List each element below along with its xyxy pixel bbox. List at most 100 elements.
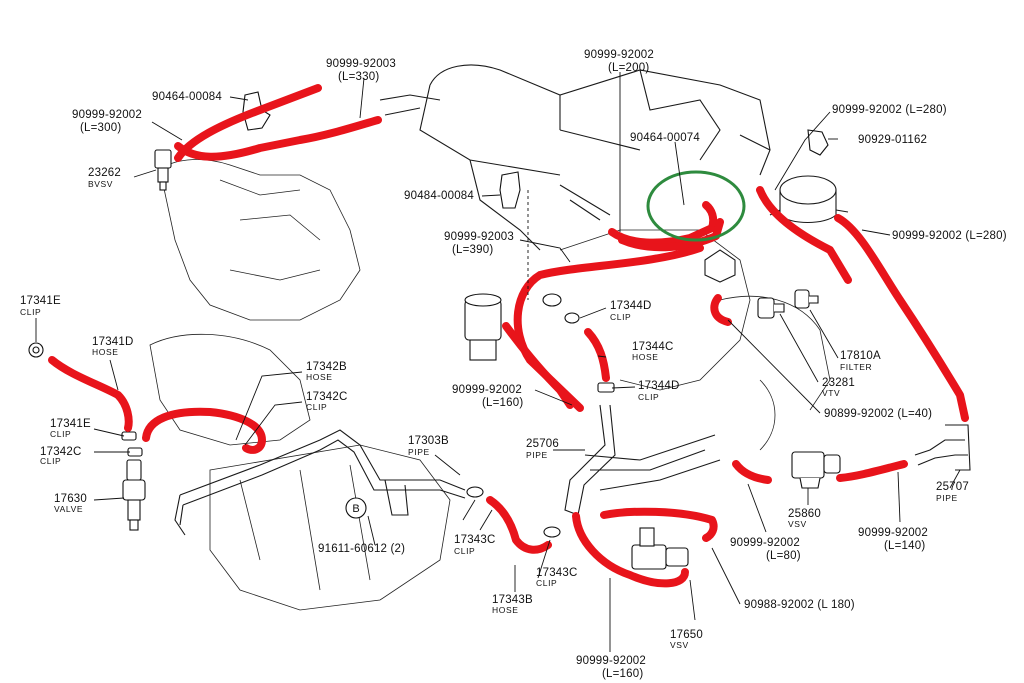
label-hose-180: 90988-92002 (L 180) bbox=[744, 599, 855, 611]
label-hose-word-1: HOSE bbox=[92, 347, 119, 357]
vacuum-hoses bbox=[48, 84, 969, 588]
label-hose-17342b: 17342B bbox=[306, 361, 347, 373]
hose-200 bbox=[608, 201, 718, 247]
label-clamp-90464-00084: 90464-00084 bbox=[152, 91, 222, 103]
label-bvsv-name: BVSV bbox=[88, 179, 113, 189]
label-vsv-25860: 25860 bbox=[788, 508, 821, 520]
label-filter-num: 17810A bbox=[840, 350, 881, 362]
label-pipe-word-3: PIPE bbox=[936, 493, 958, 503]
label-bvsv-hose-len: (L=330) bbox=[338, 71, 379, 83]
label-vtv-num: 23281 bbox=[822, 377, 855, 389]
label-hose-160a-len: (L=160) bbox=[482, 397, 523, 409]
label-filter-name: FILTER bbox=[840, 362, 872, 372]
vsv-icon bbox=[631, 527, 689, 570]
label-hose-80-len: (L=80) bbox=[766, 550, 801, 562]
vsv-icon bbox=[791, 451, 841, 489]
hose-160b bbox=[600, 507, 718, 542]
leader-lines bbox=[35, 72, 961, 652]
label-hose-160a: 90999-92002 bbox=[452, 384, 522, 396]
label-hose-80: 90999-92002 bbox=[730, 537, 800, 549]
label-clip-word-5: CLIP bbox=[50, 429, 71, 439]
hose-17342b bbox=[142, 407, 266, 454]
callout-b: B bbox=[345, 497, 367, 519]
label-clip-17341e-low: 17341E bbox=[50, 418, 91, 430]
hose-280-left bbox=[756, 186, 852, 284]
label-clamp-90464-00074: 90464-00074 bbox=[630, 132, 700, 144]
label-hose-word-2: HOSE bbox=[632, 352, 659, 362]
label-top-hose: 90999-92002 bbox=[584, 49, 654, 61]
label-hose-17344c: 17344C bbox=[632, 341, 673, 353]
label-vsv-word-2: VSV bbox=[670, 640, 689, 650]
label-mid-hose: 90999-92003 bbox=[444, 231, 514, 243]
bvsv-icon bbox=[154, 149, 172, 191]
label-bvsv-hose: 90999-92003 bbox=[326, 58, 396, 70]
label-clip-17342c-b: 17342C bbox=[40, 446, 81, 458]
label-vsv-word-1: VSV bbox=[788, 519, 807, 529]
clip-icon bbox=[121, 431, 143, 457]
metal-pipes bbox=[174, 404, 971, 536]
label-pipe-25707: 25707 bbox=[936, 481, 969, 493]
label-pipe-25706: 25706 bbox=[526, 438, 559, 450]
clip-icon bbox=[466, 486, 561, 538]
hose-40 bbox=[710, 294, 732, 326]
label-hose-40: 90899-92002 (L=40) bbox=[824, 408, 932, 420]
label-right-hose-280a: 90999-92002 (L=280) bbox=[832, 104, 947, 116]
label-bvsv-hose2: 90999-92002 bbox=[72, 109, 142, 121]
label-pipe-word-1: PIPE bbox=[408, 447, 430, 457]
label-bracket-90929: 90929-01162 bbox=[858, 134, 927, 146]
filter-icon bbox=[757, 289, 819, 319]
label-vtv-name: VTV bbox=[822, 388, 840, 398]
label-hose-17343b: 17343B bbox=[492, 594, 533, 606]
hose-17343b bbox=[486, 496, 552, 554]
label-hose-160b-len: (L=160) bbox=[602, 668, 643, 680]
label-clip-word-6: CLIP bbox=[40, 456, 61, 466]
label-hose-140-len: (L=140) bbox=[884, 540, 925, 552]
label-clip-17344d-a: 17344D bbox=[610, 300, 651, 312]
part-labels: 90999-92003 (L=330) 90464-00084 90999-92… bbox=[20, 49, 1007, 680]
label-clip-17342c-a: 17342C bbox=[306, 391, 347, 403]
hose-17341d bbox=[48, 356, 133, 432]
label-valve-word: VALVE bbox=[54, 504, 83, 514]
label-clip-17343c-b: 17343C bbox=[536, 567, 577, 579]
hose-17344c bbox=[584, 328, 610, 382]
hose-140 bbox=[836, 460, 908, 482]
svg-text:B: B bbox=[352, 503, 359, 515]
label-top-hose-len: (L=200) bbox=[608, 62, 649, 74]
label-bvsv-num: 23262 bbox=[88, 167, 121, 179]
label-clip-word-1: CLIP bbox=[20, 307, 41, 317]
hose-280-right bbox=[834, 214, 969, 422]
hose-80 bbox=[732, 460, 772, 484]
label-clip-17344d-b: 17344D bbox=[638, 380, 679, 392]
label-pipe-word-2: PIPE bbox=[526, 450, 548, 460]
valve-icon bbox=[122, 459, 146, 531]
label-mid-hose-len: (L=390) bbox=[452, 244, 493, 256]
label-hose-word-3: HOSE bbox=[306, 372, 333, 382]
label-clamp-90484: 90484-00084 bbox=[404, 190, 474, 202]
label-clip-17343c-a: 17343C bbox=[454, 534, 495, 546]
label-clip-word-8: CLIP bbox=[536, 578, 557, 588]
label-bvsv-hose2-len: (L=300) bbox=[80, 122, 121, 134]
label-hose-160b: 90999-92002 bbox=[576, 655, 646, 667]
label-right-hose-280b: 90999-92002 (L=280) bbox=[892, 230, 1007, 242]
label-hose-17341d: 17341D bbox=[92, 336, 133, 348]
highlight-circle bbox=[646, 170, 746, 242]
label-hose-word-4: HOSE bbox=[492, 605, 519, 615]
label-clip-word-7: CLIP bbox=[454, 546, 475, 556]
label-clip-word-3: CLIP bbox=[306, 402, 327, 412]
label-clip-word-4: CLIP bbox=[638, 392, 659, 402]
label-hose-140: 90999-92002 bbox=[858, 527, 928, 539]
hose-160a bbox=[502, 322, 574, 409]
label-valve-17630: 17630 bbox=[54, 493, 87, 505]
valve-icon bbox=[464, 293, 502, 361]
label-bolt-ref: 91611-60612 (2) bbox=[318, 543, 405, 555]
components: B bbox=[28, 91, 841, 570]
fitting-icon bbox=[542, 293, 615, 393]
hose-390 bbox=[513, 244, 704, 412]
label-pipe-17303b: 17303B bbox=[408, 435, 449, 447]
label-clip-word-2: CLIP bbox=[610, 312, 631, 322]
bracket-icon bbox=[807, 129, 829, 156]
clamp-icon bbox=[499, 171, 521, 209]
hose-180 bbox=[572, 512, 689, 588]
hose-bvsv-lower bbox=[174, 116, 382, 161]
